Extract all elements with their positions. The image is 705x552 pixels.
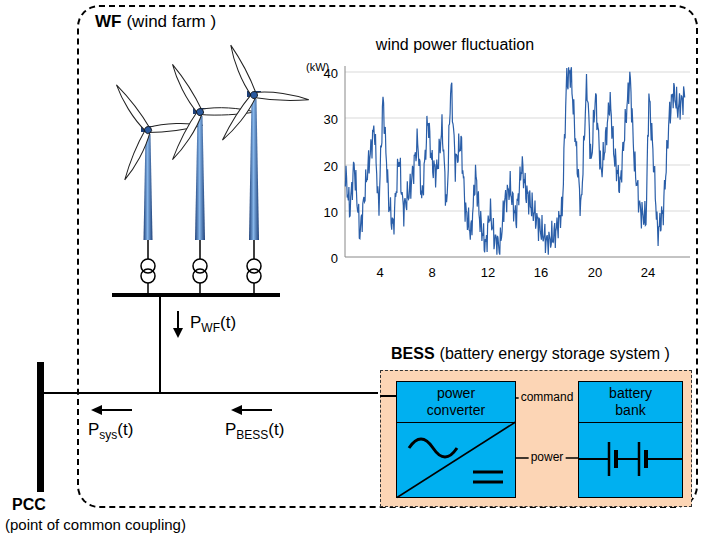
wind-turbine — [186, 24, 312, 240]
busbar — [112, 293, 280, 297]
tick-label: 10 — [324, 203, 338, 221]
power-symbol: PWF(t) — [190, 313, 236, 333]
power-symbol: PBESS(t) — [225, 420, 284, 440]
region-description: (wind farm ) — [126, 12, 216, 31]
subscript: sys — [99, 428, 117, 442]
battery-cells — [579, 458, 682, 460]
label-text: 30 — [324, 112, 338, 127]
storage-panel: BESS(battery energy storage system )powe… — [380, 370, 692, 507]
label-text: P — [88, 420, 99, 439]
label-text: P — [190, 313, 201, 332]
region-heading: WF (wind farm ) — [95, 12, 216, 32]
box-header: battery bank — [579, 382, 682, 423]
label-text: (t) — [220, 313, 236, 332]
transformer-symbol — [141, 240, 261, 295]
tick-label: 30 — [324, 110, 338, 128]
power-symbol: Psys(t) — [88, 420, 133, 440]
region-heading: BESS (battery energy storage system ) — [391, 345, 670, 363]
symbol-strokes — [579, 442, 682, 476]
connector-label: command — [519, 391, 576, 404]
region-description: (battery energy storage system ) — [440, 345, 670, 362]
subscript: WF — [201, 321, 220, 335]
label-text: 4 — [376, 265, 383, 280]
label-text: PCC — [12, 496, 46, 513]
label-text: 0 — [331, 251, 338, 266]
label-text: 10 — [324, 205, 338, 220]
label-text: 40 — [324, 66, 338, 81]
label-text: 8 — [428, 265, 435, 280]
battery-plates — [616, 450, 646, 468]
tick-label: 8 — [428, 263, 435, 281]
label-text: 12 — [481, 265, 495, 280]
tick-label: 20 — [324, 157, 338, 175]
box-header: power converter — [397, 382, 515, 423]
box-label: power converter — [416, 385, 496, 419]
region-name: BESS — [391, 345, 435, 362]
converter-box: power converter — [396, 381, 516, 498]
label-text: 20 — [588, 265, 602, 280]
battery-plates — [609, 442, 639, 476]
label-text: 20 — [324, 159, 338, 174]
label-text: 24 — [641, 265, 655, 280]
symbol-strokes — [397, 422, 516, 498]
label-text: wind power fluctuation — [376, 36, 534, 53]
chart-axis — [345, 66, 346, 257]
dc-equals — [473, 472, 503, 482]
label-text: (point of common coupling) — [5, 516, 186, 533]
region-name: WF — [95, 12, 121, 31]
subscript: BESS — [236, 428, 268, 442]
chart-axis — [345, 257, 690, 258]
pcc-bus — [37, 362, 44, 492]
tick-label: 0 — [331, 249, 338, 267]
battery-box: battery bank — [578, 381, 683, 498]
label-text: (t) — [268, 420, 284, 439]
diagonal — [397, 422, 516, 498]
tick-label: 24 — [641, 263, 655, 281]
flow-arrow — [91, 311, 272, 415]
label-text: (t) — [117, 420, 133, 439]
boundary-region: WF(wind farm )BESS(battery energy storag… — [77, 5, 698, 508]
tick-label: 16 — [534, 263, 548, 281]
tick-label: 4 — [376, 263, 383, 281]
box-label: battery bank — [600, 385, 662, 419]
wire — [42, 392, 378, 394]
label-text: P — [225, 420, 236, 439]
wire — [380, 395, 396, 397]
chart-title: wind power fluctuation — [376, 36, 534, 54]
connector-label: power — [529, 451, 566, 464]
bus-description: (point of common coupling) — [5, 516, 186, 534]
tick-label: 12 — [481, 263, 495, 281]
tick-label: 20 — [588, 263, 602, 281]
wind-power-line — [345, 67, 684, 255]
label-text: 16 — [534, 265, 548, 280]
bus-name: PCC — [12, 496, 46, 514]
tick-label: 40 — [324, 64, 338, 82]
ac-tilde — [409, 439, 457, 457]
wire — [159, 297, 161, 393]
